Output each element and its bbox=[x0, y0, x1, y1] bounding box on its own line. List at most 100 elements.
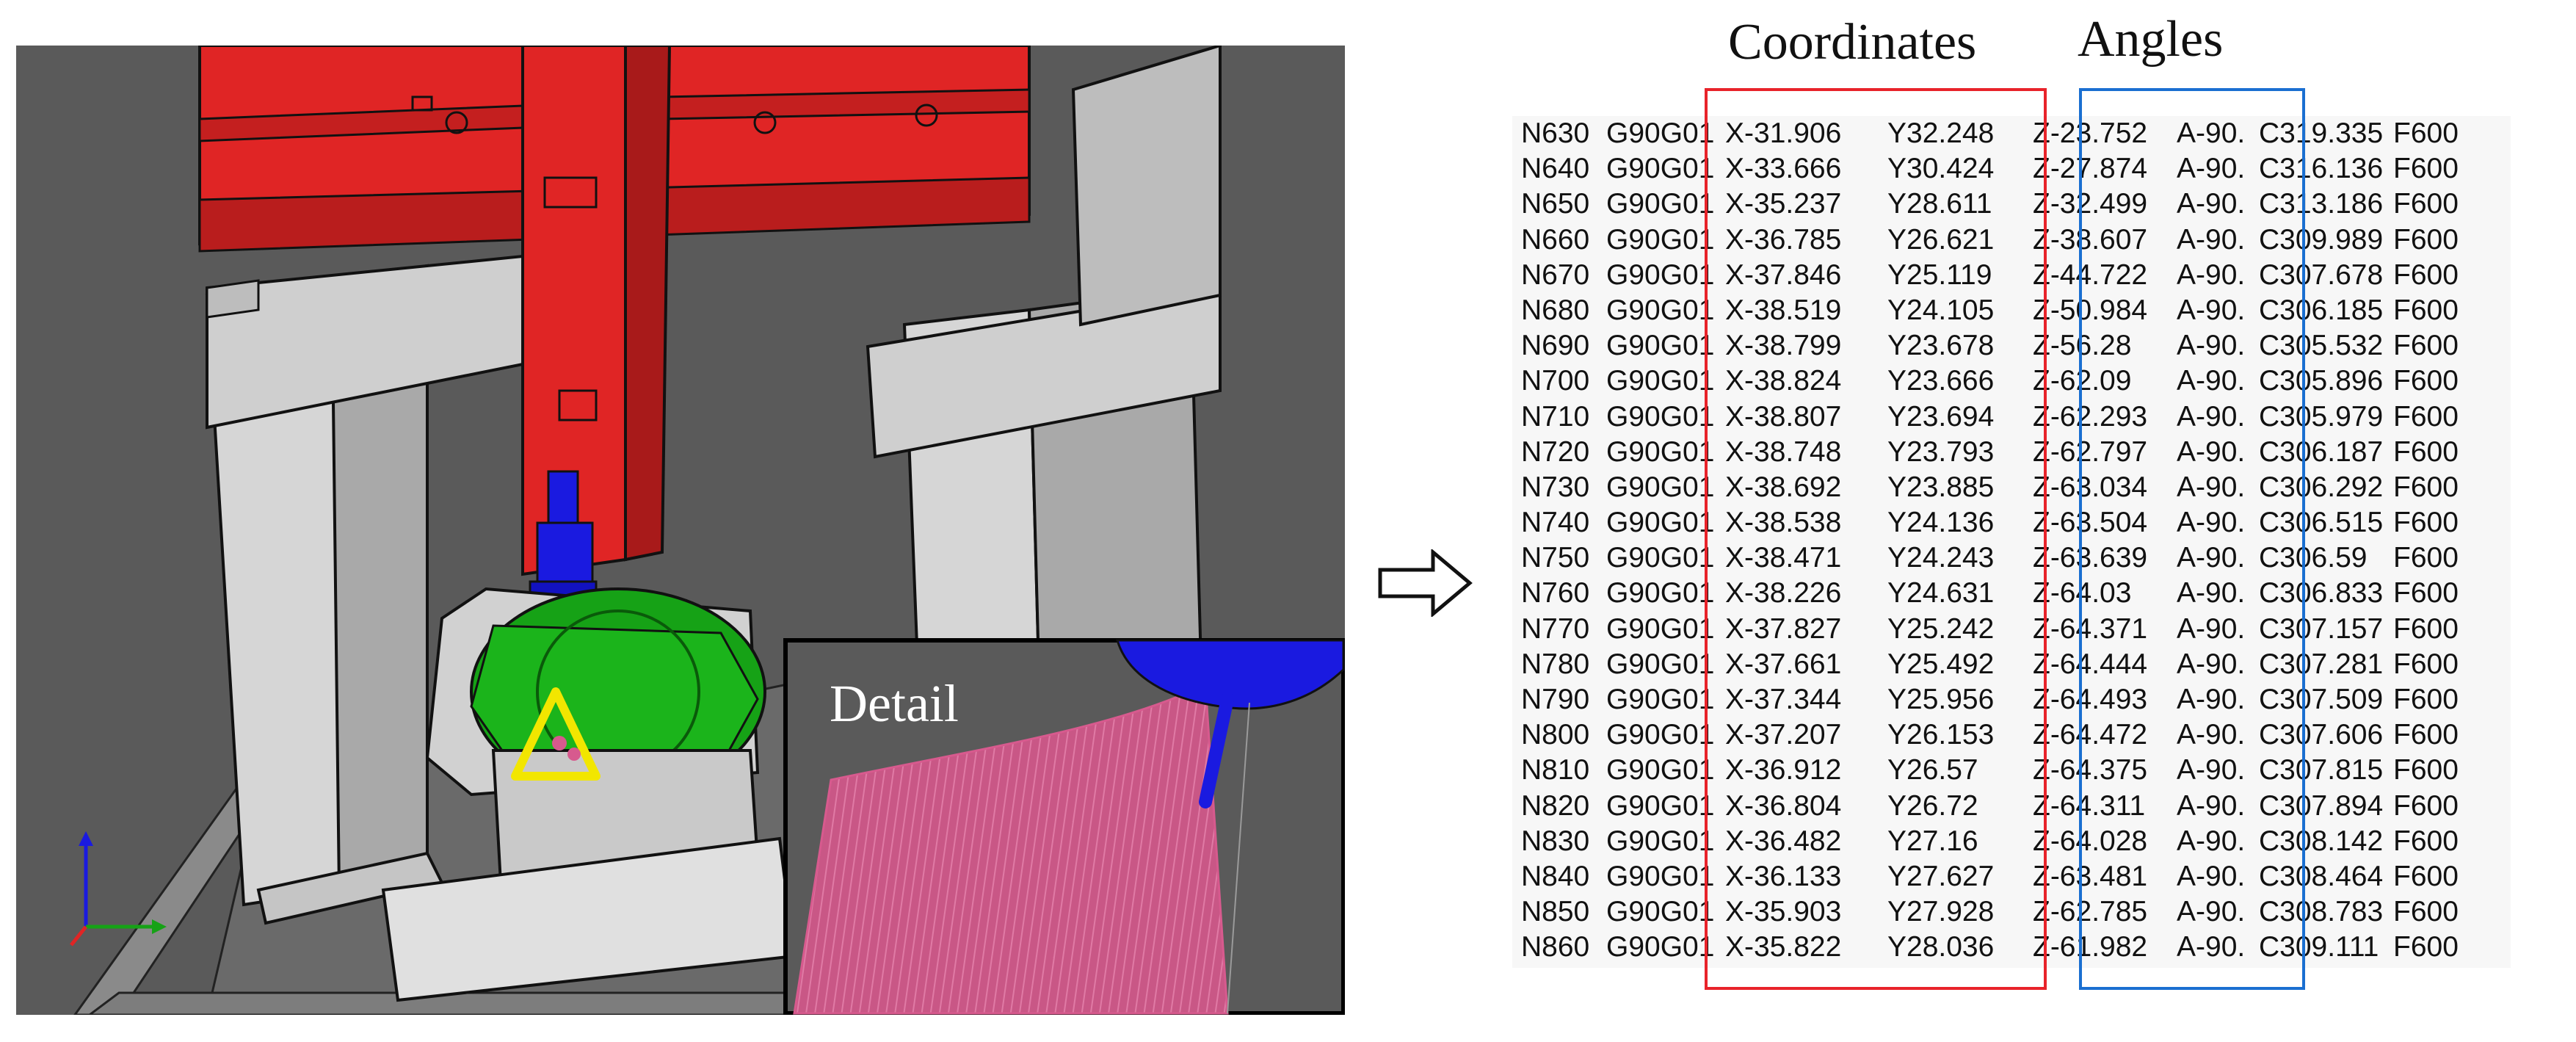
motion-code: G90G01 bbox=[1606, 612, 1715, 645]
motion-code: G90G01 bbox=[1606, 258, 1715, 291]
y-coordinate: Y25.492 bbox=[1887, 648, 1995, 680]
c-angle: C309.989 bbox=[2259, 223, 2384, 256]
x-coordinate: X-33.666 bbox=[1725, 153, 1842, 185]
block-number: N670 bbox=[1521, 258, 1590, 291]
c-angle: C307.894 bbox=[2259, 789, 2384, 822]
motion-code: G90G01 bbox=[1606, 117, 1715, 149]
block-number: N750 bbox=[1521, 542, 1590, 574]
a-angle: A-90. bbox=[2177, 400, 2246, 433]
y-coordinate: Y23.678 bbox=[1887, 330, 1995, 362]
feed-rate: F600 bbox=[2393, 330, 2459, 362]
c-angle: C316.136 bbox=[2259, 153, 2384, 185]
a-angle: A-90. bbox=[2177, 896, 2246, 928]
machine-viewport: Detail bbox=[16, 46, 1345, 1015]
feed-rate: F600 bbox=[2393, 754, 2459, 786]
a-angle: A-90. bbox=[2177, 789, 2246, 822]
y-coordinate: Y24.136 bbox=[1887, 507, 1995, 539]
y-coordinate: Y26.72 bbox=[1887, 789, 1978, 822]
y-coordinate: Y27.627 bbox=[1887, 860, 1995, 892]
z-coordinate: Z-64.444 bbox=[2033, 648, 2148, 680]
workpiece-marker bbox=[511, 687, 601, 781]
c-angle: C305.979 bbox=[2259, 400, 2384, 433]
z-coordinate: Z-62.09 bbox=[2033, 365, 2132, 397]
motion-code: G90G01 bbox=[1606, 577, 1715, 609]
feed-rate: F600 bbox=[2393, 931, 2459, 963]
x-coordinate: X-38.471 bbox=[1725, 542, 1842, 574]
a-angle: A-90. bbox=[2177, 153, 2246, 185]
vertical-ram bbox=[521, 46, 672, 576]
c-angle: C307.509 bbox=[2259, 684, 2384, 715]
z-coordinate: Z-27.874 bbox=[2033, 153, 2148, 185]
block-number: N860 bbox=[1521, 931, 1590, 963]
a-angle: A-90. bbox=[2177, 435, 2246, 468]
c-angle: C308.142 bbox=[2259, 825, 2384, 857]
z-coordinate: Z-64.03 bbox=[2033, 577, 2132, 609]
feed-rate: F600 bbox=[2393, 188, 2459, 220]
feed-rate: F600 bbox=[2393, 577, 2459, 609]
c-angle: C308.464 bbox=[2259, 860, 2384, 892]
x-coordinate: X-36.785 bbox=[1725, 223, 1842, 256]
y-coordinate: Y23.885 bbox=[1887, 471, 1995, 503]
rotary-table bbox=[381, 587, 797, 1002]
block-number: N760 bbox=[1521, 577, 1590, 609]
z-coordinate: Z-63.504 bbox=[2033, 507, 2148, 539]
z-coordinate: Z-63.639 bbox=[2033, 542, 2148, 574]
z-coordinate: Z-64.311 bbox=[2033, 789, 2146, 822]
feed-rate: F600 bbox=[2393, 117, 2459, 149]
c-angle: C305.896 bbox=[2259, 365, 2384, 397]
feed-rate: F600 bbox=[2393, 258, 2459, 291]
feed-rate: F600 bbox=[2393, 825, 2459, 857]
block-number: N850 bbox=[1521, 896, 1590, 928]
x-coordinate: X-37.846 bbox=[1725, 258, 1842, 291]
y-coordinate: Y23.694 bbox=[1887, 400, 1995, 433]
z-coordinate: Z-23.752 bbox=[2033, 117, 2148, 149]
c-angle: C306.833 bbox=[2259, 577, 2384, 609]
x-coordinate: X-38.226 bbox=[1725, 577, 1842, 609]
c-angle: C305.532 bbox=[2259, 330, 2384, 362]
a-angle: A-90. bbox=[2177, 188, 2246, 220]
x-coordinate: X-36.912 bbox=[1725, 754, 1842, 786]
z-coordinate: Z-63.481 bbox=[2033, 860, 2148, 892]
y-coordinate: Y28.036 bbox=[1887, 931, 1995, 963]
a-angle: A-90. bbox=[2177, 931, 2246, 963]
block-number: N810 bbox=[1521, 754, 1590, 786]
x-coordinate: X-35.903 bbox=[1725, 896, 1842, 928]
axis-triad-icon bbox=[70, 831, 167, 947]
motion-code: G90G01 bbox=[1606, 400, 1715, 433]
a-angle: A-90. bbox=[2177, 648, 2246, 680]
x-coordinate: X-36.804 bbox=[1725, 789, 1842, 822]
block-number: N840 bbox=[1521, 860, 1590, 892]
y-coordinate: Y28.611 bbox=[1887, 188, 1992, 220]
feed-rate: F600 bbox=[2393, 507, 2459, 539]
a-angle: A-90. bbox=[2177, 294, 2246, 326]
motion-code: G90G01 bbox=[1606, 648, 1715, 680]
c-angle: C306.59 bbox=[2259, 542, 2368, 574]
right-arrow-icon bbox=[1378, 549, 1473, 617]
detail-label: Detail bbox=[830, 674, 959, 733]
z-coordinate: Z-50.984 bbox=[2033, 294, 2148, 326]
y-coordinate: Y25.956 bbox=[1887, 684, 1995, 715]
motion-code: G90G01 bbox=[1606, 471, 1715, 503]
z-coordinate: Z-63.034 bbox=[2033, 471, 2148, 503]
a-angle: A-90. bbox=[2177, 860, 2246, 892]
x-coordinate: X-35.237 bbox=[1725, 188, 1842, 220]
block-number: N710 bbox=[1521, 400, 1590, 433]
c-angle: C307.157 bbox=[2259, 612, 2384, 645]
c-angle: C306.185 bbox=[2259, 294, 2384, 326]
feed-rate: F600 bbox=[2393, 294, 2459, 326]
a-angle: A-90. bbox=[2177, 719, 2246, 751]
block-number: N770 bbox=[1521, 612, 1590, 645]
motion-code: G90G01 bbox=[1606, 825, 1715, 857]
